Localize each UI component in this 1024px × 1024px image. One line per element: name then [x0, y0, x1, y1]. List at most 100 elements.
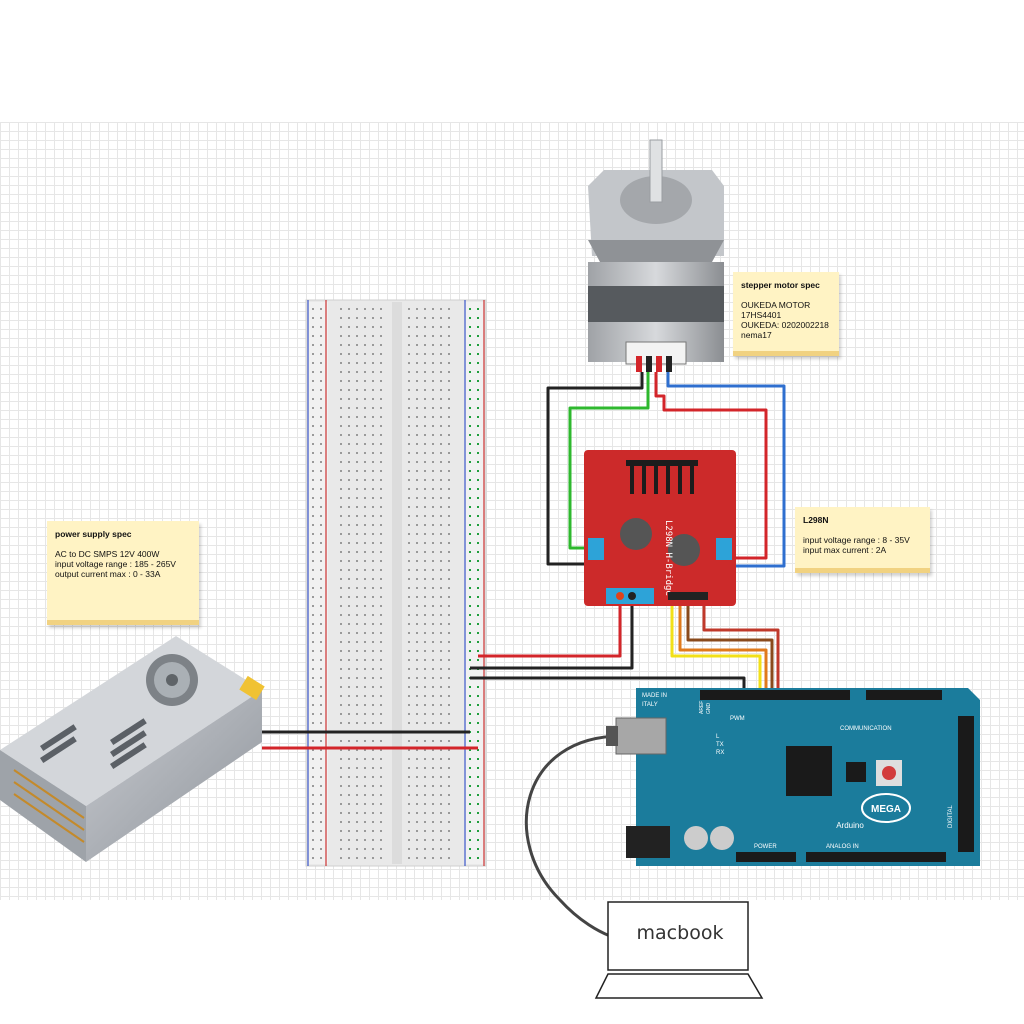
breadboard-hole	[312, 740, 314, 742]
breadboard-hole	[432, 461, 434, 463]
breadboard-hole	[432, 560, 434, 562]
breadboard-hole	[356, 317, 358, 319]
breadboard-hole	[320, 794, 322, 796]
breadboard-hole	[448, 371, 450, 373]
breadboard-hole	[448, 596, 450, 598]
wire-in-red	[702, 598, 780, 696]
breadboard-hole	[312, 839, 314, 841]
breadboard-hole	[408, 803, 410, 805]
breadboard-hole	[364, 614, 366, 616]
breadboard-hole	[408, 587, 410, 589]
breadboard-hole	[340, 830, 342, 832]
wire-motor-red	[654, 372, 768, 560]
breadboard-hole	[364, 524, 366, 526]
breadboard-hole	[348, 641, 350, 643]
breadboard-hole	[372, 848, 374, 850]
breadboard-hole	[448, 623, 450, 625]
breadboard-hole	[416, 587, 418, 589]
note-power-supply: power supply spec AC to DC SMPS 12V 400W…	[47, 521, 199, 625]
breadboard-hole	[356, 461, 358, 463]
breadboard-hole	[340, 560, 342, 562]
breadboard-hole	[312, 326, 314, 328]
breadboard-hole	[372, 857, 374, 859]
breadboard-hole	[380, 488, 382, 490]
breadboard-hole	[320, 407, 322, 409]
breadboard-hole	[364, 389, 366, 391]
breadboard-hole	[440, 821, 442, 823]
breadboard-hole	[312, 488, 314, 490]
breadboard-hole	[440, 398, 442, 400]
breadboard-hole	[380, 740, 382, 742]
breadboard-hole	[312, 785, 314, 787]
breadboard-hole	[356, 740, 358, 742]
breadboard-hole	[424, 695, 426, 697]
breadboard-hole	[312, 443, 314, 445]
breadboard-hole	[440, 524, 442, 526]
breadboard-hole	[348, 371, 350, 373]
breadboard-hole	[432, 632, 434, 634]
breadboard-hole	[416, 362, 418, 364]
breadboard-hole	[320, 326, 322, 328]
breadboard-hole	[477, 650, 479, 652]
breadboard-hole	[320, 803, 322, 805]
breadboard-hole	[432, 785, 434, 787]
breadboard-hole	[469, 632, 471, 634]
breadboard-hole	[380, 758, 382, 760]
breadboard-hole	[364, 452, 366, 454]
breadboard-hole	[320, 416, 322, 418]
breadboard-hole	[477, 371, 479, 373]
breadboard-hole	[477, 317, 479, 319]
breadboard-hole	[364, 605, 366, 607]
breadboard-hole	[356, 452, 358, 454]
breadboard-hole	[440, 848, 442, 850]
breadboard-hole	[469, 785, 471, 787]
breadboard-hole	[448, 542, 450, 544]
breadboard-hole	[408, 857, 410, 859]
breadboard-hole	[364, 596, 366, 598]
breadboard-hole	[477, 641, 479, 643]
breadboard-hole	[364, 344, 366, 346]
breadboard-hole	[340, 317, 342, 319]
breadboard-hole	[348, 398, 350, 400]
breadboard-hole	[380, 803, 382, 805]
breadboard-hole	[440, 479, 442, 481]
breadboard-hole	[364, 371, 366, 373]
breadboard-hole	[416, 578, 418, 580]
breadboard-hole	[416, 344, 418, 346]
breadboard-hole	[424, 632, 426, 634]
breadboard-hole	[340, 326, 342, 328]
breadboard-hole	[372, 839, 374, 841]
breadboard-hole	[440, 380, 442, 382]
breadboard-hole	[320, 740, 322, 742]
heatsink	[626, 460, 698, 494]
breadboard-hole	[320, 443, 322, 445]
analog-header	[806, 852, 946, 862]
breadboard-hole	[356, 425, 358, 427]
breadboard-hole	[348, 596, 350, 598]
breadboard-hole	[348, 308, 350, 310]
breadboard-hole	[340, 398, 342, 400]
breadboard-hole	[416, 668, 418, 670]
breadboard-hole	[356, 614, 358, 616]
breadboard-hole	[440, 443, 442, 445]
breadboard-hole	[432, 317, 434, 319]
breadboard-hole	[356, 488, 358, 490]
breadboard-hole	[448, 479, 450, 481]
breadboard-hole	[312, 614, 314, 616]
breadboard-hole	[432, 344, 434, 346]
breadboard-hole	[408, 830, 410, 832]
breadboard-hole	[340, 740, 342, 742]
breadboard-hole	[320, 722, 322, 724]
breadboard-hole	[448, 425, 450, 427]
breadboard-hole	[469, 614, 471, 616]
breadboard-hole	[340, 596, 342, 598]
breadboard-hole	[469, 569, 471, 571]
breadboard-hole	[320, 560, 322, 562]
breadboard-hole	[416, 389, 418, 391]
breadboard-hole	[348, 812, 350, 814]
breadboard-hole	[312, 524, 314, 526]
breadboard-hole	[440, 308, 442, 310]
breadboard-hole	[320, 308, 322, 310]
note-line: OUKEDA MOTOR	[741, 300, 811, 310]
breadboard-hole	[364, 569, 366, 571]
